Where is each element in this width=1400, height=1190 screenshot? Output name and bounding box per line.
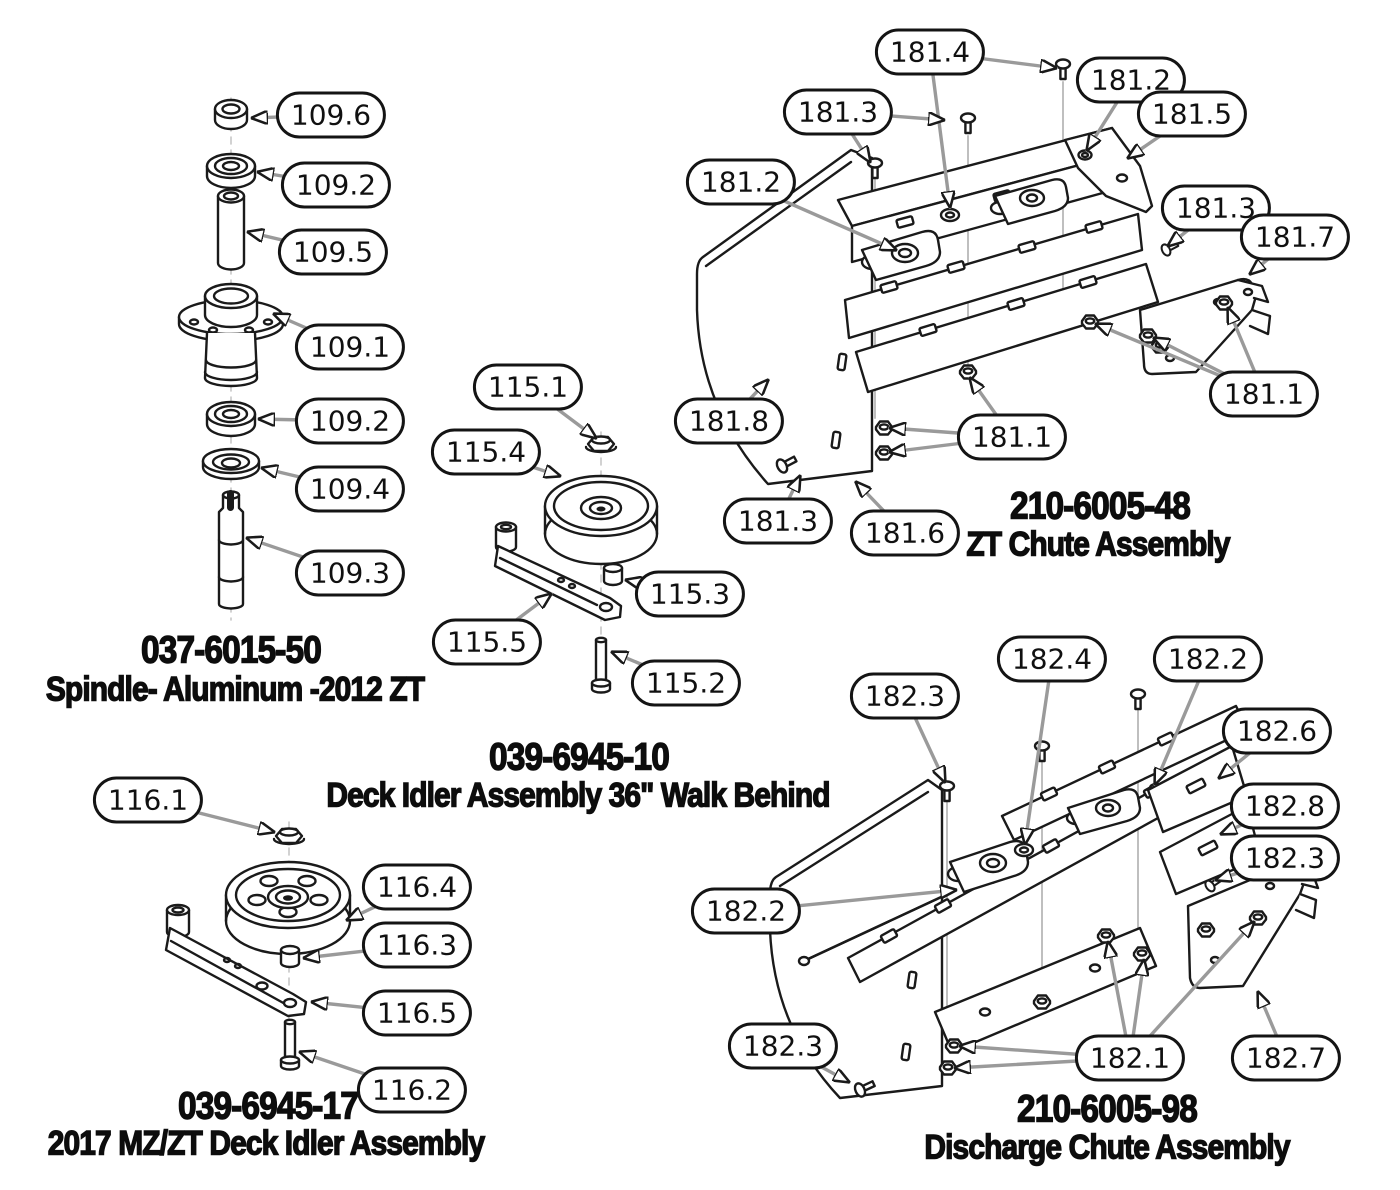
callout-181-6: 181.6: [849, 509, 961, 557]
callout-116-1: 116.1: [92, 776, 204, 824]
callout-181-1-b: 181.1: [956, 413, 1068, 461]
callout-182-3-c: 182.3: [727, 1022, 839, 1070]
title-zt-chute: ZT Chute Assembly: [966, 525, 1231, 564]
callout-182-7: 182.7: [1230, 1034, 1342, 1082]
callout-182-2-b: 182.2: [690, 887, 802, 935]
callout-109-2: 109.2: [280, 161, 392, 209]
callout-115-5: 115.5: [431, 618, 543, 666]
title-deck-idler-36: Deck Idler Assembly 36" Walk Behind: [326, 776, 831, 815]
callout-116-3: 116.3: [361, 921, 473, 969]
callout-181-7: 181.7: [1239, 213, 1351, 261]
callout-181-2-b: 181.2: [685, 158, 797, 206]
callout-181-4: 181.4: [874, 28, 986, 76]
deck-idler-36-drawing: [493, 431, 659, 694]
part-number-spindle: 037-6015-50: [140, 629, 322, 672]
title-spindle: Spindle- Aluminum -2012 ZT: [45, 670, 425, 709]
callout-182-3-b: 182.3: [1229, 834, 1341, 882]
callout-182-6: 182.6: [1221, 707, 1333, 755]
deck-idler-2017-drawing: [164, 821, 352, 1071]
callout-109-1: 109.1: [294, 323, 406, 371]
callout-115-3: 115.3: [634, 570, 746, 618]
part-number-zt-chute: 210-6005-48: [1009, 485, 1191, 528]
callout-116-5: 116.5: [361, 989, 473, 1037]
callout-115-4: 115.4: [430, 428, 542, 476]
callout-115-2: 115.2: [630, 659, 742, 707]
callout-182-8: 182.8: [1229, 782, 1341, 830]
callout-181-3: 181.3: [782, 88, 894, 136]
callout-109-2-b: 109.2: [294, 397, 406, 445]
callout-109-6: 109.6: [275, 91, 387, 139]
title-deck-idler-2017: 2017 MZ/ZT Deck Idler Assembly: [47, 1124, 486, 1163]
part-number-deck-idler-2017: 039-6945-17: [177, 1085, 359, 1128]
part-number-discharge-chute: 210-6005-98: [1016, 1088, 1198, 1131]
title-discharge-chute: Discharge Chute Assembly: [924, 1128, 1291, 1167]
callout-182-3: 182.3: [849, 672, 961, 720]
callout-115-1: 115.1: [472, 363, 584, 411]
spindle-drawing: [177, 97, 285, 621]
callout-116-2: 116.2: [356, 1066, 468, 1114]
callout-181-5: 181.5: [1136, 90, 1248, 138]
callout-116-4: 116.4: [361, 863, 473, 911]
callout-181-3-c: 181.3: [722, 497, 834, 545]
callout-109-4: 109.4: [294, 465, 406, 513]
callout-109-3: 109.3: [294, 549, 406, 597]
callout-182-1: 182.1: [1074, 1034, 1186, 1082]
callout-182-2: 182.2: [1152, 635, 1264, 683]
callout-181-1: 181.1: [1208, 370, 1320, 418]
callout-181-3-b: 181.3: [1160, 184, 1272, 232]
callout-182-4: 182.4: [996, 635, 1108, 683]
callout-109-5: 109.5: [277, 228, 389, 276]
callout-181-8: 181.8: [673, 397, 785, 445]
part-number-deck-idler-36: 039-6945-10: [488, 736, 670, 779]
